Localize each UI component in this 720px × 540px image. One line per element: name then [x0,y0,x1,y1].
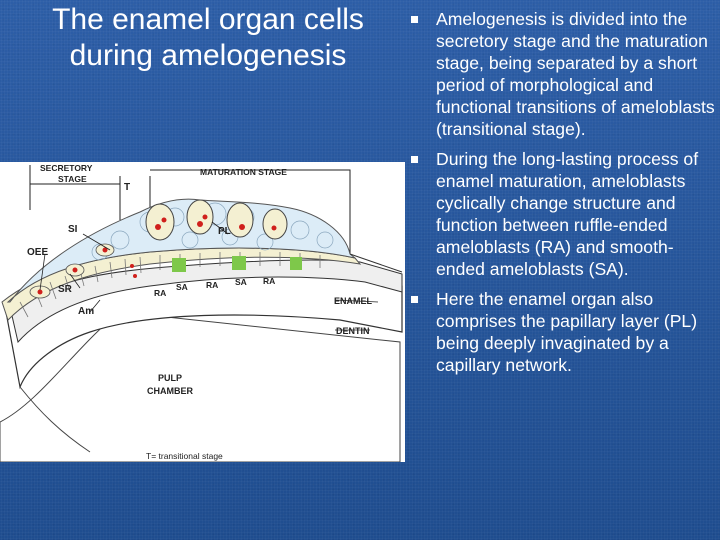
label-pulp-2: CHAMBER [147,386,193,396]
label-ra-3: RA [263,276,275,286]
bullet-square-icon [411,296,418,303]
bullet-text: Here the enamel organ also comprises the… [436,289,698,375]
label-dentin: DENTIN [336,326,370,336]
bullet-item: Amelogenesis is divided into the secreto… [410,8,716,140]
label-ra-2: RA [206,280,218,290]
bullet-text: During the long-lasting process of ename… [436,149,699,279]
label-si: SI [68,224,78,235]
label-secretory-1: SECRETORY [40,163,93,173]
bullet-text: Amelogenesis is divided into the secreto… [436,9,715,139]
label-maturation-stage: MATURATION STAGE [200,167,287,177]
diagram-illustration: SECRETORY STAGE MATURATION STAGE T SI PL… [0,163,403,462]
smooth-band [232,256,246,270]
label-ra-1: RA [154,288,166,298]
smooth-band [172,258,186,272]
diagram-footnote: T= transitional stage [146,451,223,461]
enamel-organ-diagram: SECRETORY STAGE MATURATION STAGE T SI PL… [0,162,405,462]
label-pl: PL [218,226,231,237]
bullet-item: During the long-lasting process of ename… [410,148,716,280]
label-am: Am [78,306,94,317]
label-sa-1: SA [176,282,188,292]
bullet-square-icon [411,16,418,23]
label-oee: OEE [27,247,48,258]
label-pulp-1: PULP [158,373,182,383]
label-sr: SR [58,284,73,295]
smooth-band [290,257,302,270]
bullet-square-icon [411,156,418,163]
bullet-item: Here the enamel organ also comprises the… [410,288,716,376]
label-enamel: ENAMEL [334,296,373,306]
label-secretory-2: STAGE [58,174,87,184]
bullet-list: Amelogenesis is divided into the secreto… [410,8,716,384]
label-sa-2: SA [235,277,247,287]
slide-title: The enamel organ cells during amelogenes… [52,3,364,72]
label-t: T [124,182,130,193]
